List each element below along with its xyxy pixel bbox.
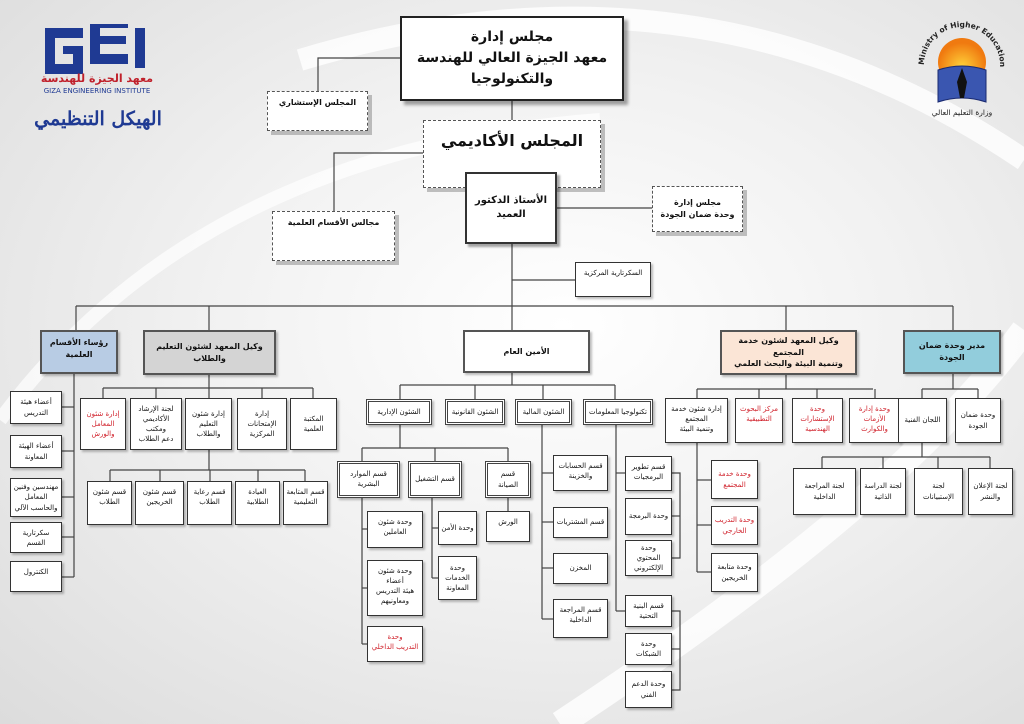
org-node-edu-admin: إدارة شئون التعليم والطلاب xyxy=(185,398,232,450)
org-node-committees: اللجان الفنية xyxy=(898,398,947,443)
org-node-qc2: لجنة الدراسة الذاتية xyxy=(860,468,906,515)
org-node-library: المكتبة العلمية xyxy=(290,398,337,450)
org-node-fin2: قسم المشتريات xyxy=(553,507,608,538)
org-node-hr1: وحدة شئون العاملين xyxy=(367,511,423,548)
org-node-comm-admin: إدارة شئون خدمة المجتمع وتنمية البيئة xyxy=(665,398,728,443)
org-node-finance: الشئون المالية xyxy=(515,399,572,425)
torch-icon xyxy=(957,68,967,98)
org-node-cu1: وحدة خدمة المجتمع xyxy=(711,460,758,499)
org-node-it3: وحدة المحتوي الإلكتروني xyxy=(625,540,672,576)
org-node-qa-unit: وحدة ضمان الجودة xyxy=(955,398,1001,443)
org-node-legal: الشئون القانونية xyxy=(445,399,505,425)
org-node-secretariat: السكرتارية المركزية xyxy=(575,262,651,297)
org-node-hr: قسم الموارد البشرية xyxy=(337,461,400,498)
org-node-heads: رؤساء الأقسام العلمية xyxy=(40,330,118,374)
gei-logo-mark: معهد الجيزة للهندسة GIZA ENGINEERING INS… xyxy=(41,18,153,95)
org-node-assist: أعضاء الهيئة المعاونة xyxy=(10,435,62,468)
logo-english-text: GIZA ENGINEERING INSTITUTE xyxy=(44,87,151,95)
org-node-cu3: وحدة متابعة الخريجين xyxy=(711,553,758,592)
org-node-clinic: العيادة الطلابية xyxy=(235,481,280,525)
ministry-arabic-text: وزارة التعليم العالي xyxy=(932,108,993,117)
org-node-dept-sec: سكرتارية القسم xyxy=(10,522,62,553)
org-node-dean: الأستاذ الدكتور العميد xyxy=(465,172,557,244)
org-node-cu2: وحدة التدريب الخارجي xyxy=(711,506,758,545)
ministry-logo: Ministry of Higher Education وزارة التعل… xyxy=(912,10,1012,120)
org-node-fin1: قسم الحسابات والخزينة xyxy=(553,455,608,491)
org-node-guidance: لجنة الإرشاد الأكاديمي ومكتب دعم الطلاب xyxy=(130,398,182,450)
org-node-qc4: لجنة الإعلان والنشر xyxy=(968,468,1013,515)
org-node-research: مركز البحوث التطبيقية xyxy=(735,398,783,443)
org-node-board: مجلس إدارة معهد الجيزة العالي للهندسة وا… xyxy=(400,16,624,101)
org-node-crisis: وحدة إدارة الأزمات والكوارث xyxy=(849,398,900,443)
logo-arabic-text: معهد الجيزة للهندسة xyxy=(41,72,153,85)
org-node-exams: إدارة الإمتحانات المركزية xyxy=(237,398,287,450)
connector-line xyxy=(672,610,681,691)
org-node-sci-councils: مجالس الأقسام العلمية xyxy=(272,211,395,261)
org-node-admin: الشئون الإدارية xyxy=(366,399,432,425)
org-node-consult: وحدة الإستشارات الهندسية xyxy=(792,398,843,443)
org-node-advisory: المجلس الإستشاري xyxy=(267,91,368,131)
org-node-welfare: قسم رعاية الطلاب xyxy=(187,481,232,525)
connector-line xyxy=(333,152,423,211)
org-node-it6: وحدة الدعم الفني xyxy=(625,671,672,708)
org-node-labs: إدارة شئون المعامل والورش xyxy=(80,398,126,450)
org-node-hr3: وحدة التدريب الداخلي xyxy=(367,626,423,662)
org-node-it: تكنولوجيا المعلومات xyxy=(583,399,653,425)
org-node-maint: قسم الصيانة xyxy=(485,461,531,498)
org-node-students: قسم شئون الطلاب xyxy=(87,481,132,525)
org-node-engineers: مهندسين وفنين المعامل والحاسب الآلي xyxy=(10,478,62,517)
org-node-support: وحدة الخدمات المعاونة xyxy=(438,556,477,600)
org-node-it4: قسم البنية التحتية xyxy=(625,595,672,627)
org-node-control: الكنترول xyxy=(10,561,62,592)
org-node-workshops: الورش xyxy=(486,511,530,542)
org-node-fin3: المخزن xyxy=(553,553,608,584)
org-node-graduates: قسم شئون الخريجين xyxy=(135,481,184,525)
org-node-it1: قسم تطوير البرمجيات xyxy=(625,456,672,491)
org-node-qc1: لجنة المراجعة الداخلية xyxy=(793,468,856,515)
org-node-it5: وحدة الشبكات xyxy=(625,633,672,665)
org-node-vd-edu: وكيل المعهد لشئون التعليم والطلاب xyxy=(143,330,276,375)
org-node-quality-council: مجلس إدارة وحدة ضمان الجودة xyxy=(652,186,743,232)
org-node-ops: قسم التشغيل xyxy=(408,461,462,498)
org-node-fin4: قسم المراجعة الداخلية xyxy=(553,599,608,638)
org-node-it2: وحدة البرمجة xyxy=(625,498,672,535)
org-node-hr2: وحدة شئون أعضاء هيئة التدريس ومعاونيهم xyxy=(367,560,423,616)
org-node-sec-gen: الأمين العام xyxy=(463,330,590,373)
page-title: الهيكل التنظيمي xyxy=(34,108,162,130)
org-node-followup: قسم المتابعة التعليمية xyxy=(283,481,328,525)
org-node-staff: أعضاء هيئة التدريس xyxy=(10,391,62,424)
org-node-qa-dir: مدير وحدة ضمان الجودة xyxy=(903,330,1001,374)
org-node-qc3: لجنة الإستبيانات xyxy=(914,468,963,515)
gei-logo: معهد الجيزة للهندسة GIZA ENGINEERING INS… xyxy=(40,18,155,100)
org-node-vd-comm: وكيل المعهد لشئون خدمة المجتمع وتنمية ال… xyxy=(720,330,857,375)
connector-line xyxy=(317,57,400,91)
org-node-security: وحدة الأمن xyxy=(438,511,477,545)
